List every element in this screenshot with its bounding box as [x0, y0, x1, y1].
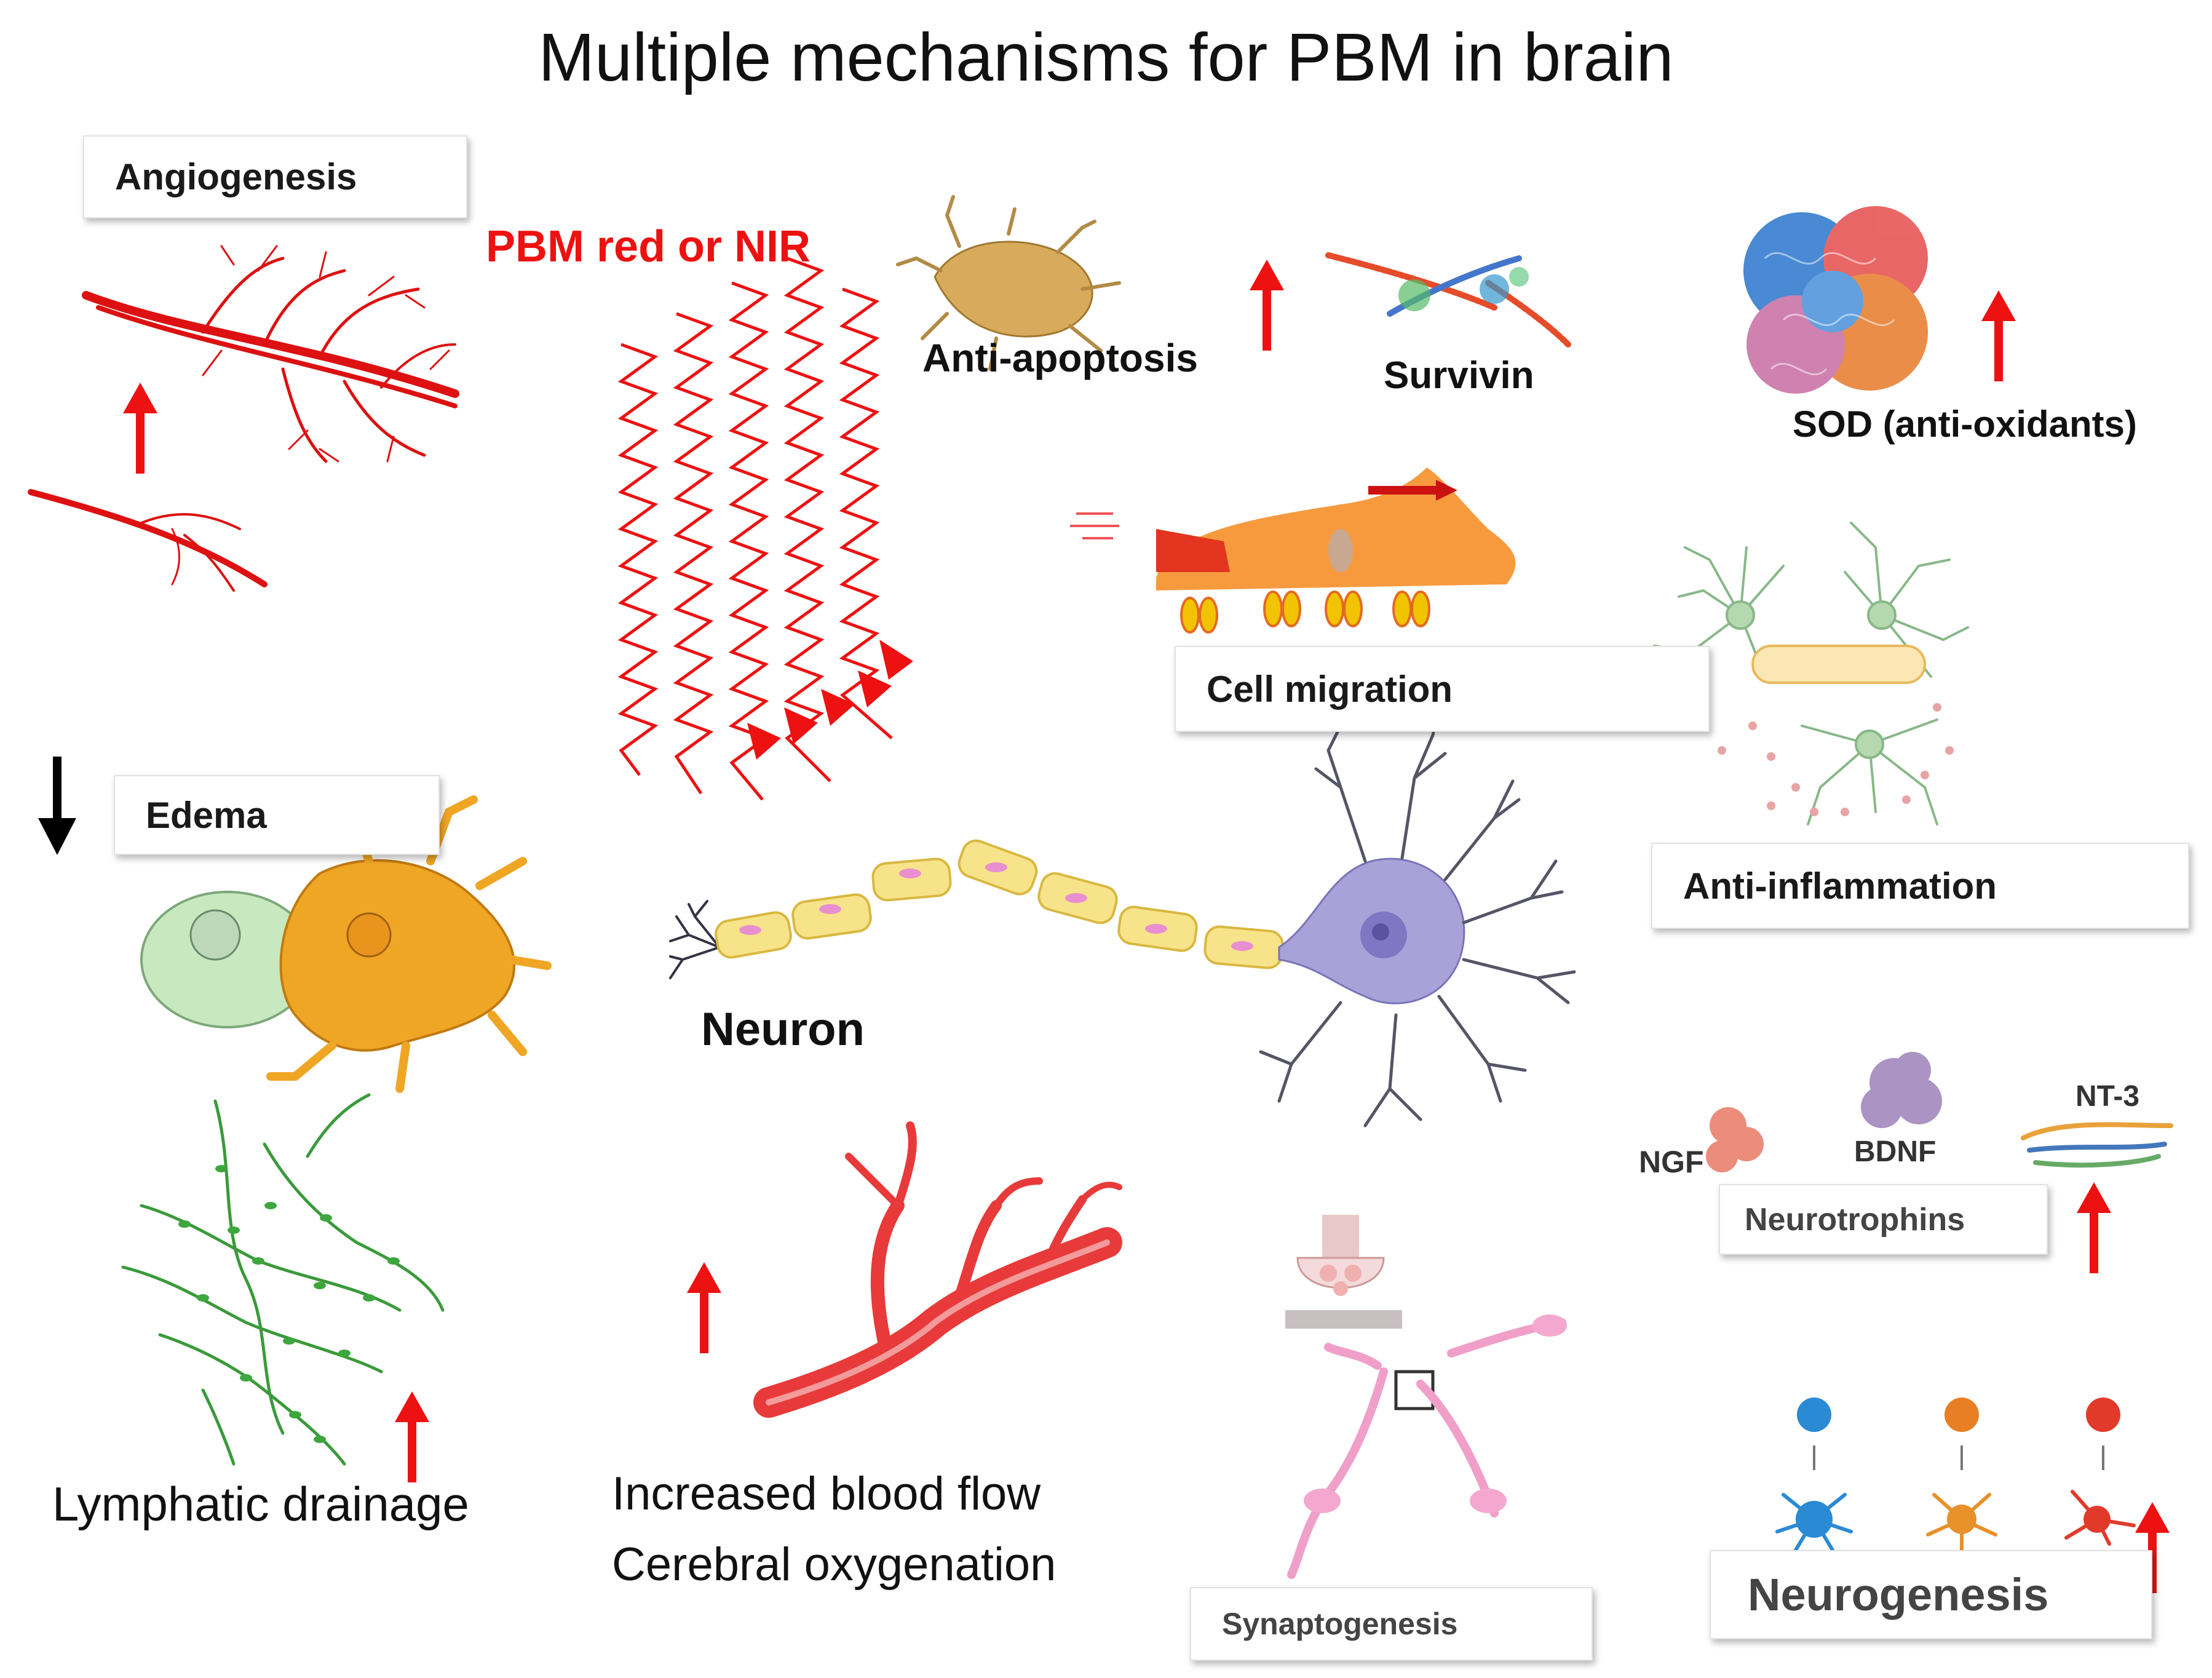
- inflammation-dots: [1718, 672, 1954, 816]
- microglia-inflammation-illustration: [1653, 522, 1969, 825]
- ngf-label: NGF: [1639, 1145, 1704, 1179]
- neurotrophins-label: Neurotrophins: [1745, 1201, 1965, 1238]
- angiogenesis-label: Angiogenesis: [115, 156, 357, 197]
- edema-cells-illustration: [140, 795, 552, 1093]
- angiogenesis-label-box: Angiogenesis: [83, 135, 467, 218]
- vessel-segment-shape: [1751, 645, 1926, 684]
- neurogenesis-label: Neurogenesis: [1748, 1569, 2049, 1620]
- synaptogenesis-label: Synaptogenesis: [1222, 1607, 1458, 1641]
- blood-vessel-illustration: [753, 1121, 1122, 1418]
- migrating-cell-illustration: [1070, 467, 1516, 634]
- lymphatic-up-arrow-icon: [395, 1391, 429, 1482]
- nt3-label: NT-3: [2075, 1080, 2140, 1113]
- edema-label-box: Edema: [114, 775, 440, 855]
- synaptogenesis-label-box: Synaptogenesis: [1190, 1587, 1593, 1661]
- angiogenesis-vessels-illustration: [28, 245, 459, 592]
- angiogenesis-up-arrow-icon: [123, 383, 157, 474]
- page-title: Multiple mechanisms for PBM in brain: [538, 20, 1674, 95]
- neuron-label: Neuron: [701, 1003, 865, 1056]
- neurogenesis-label-box: Neurogenesis: [1710, 1550, 2152, 1639]
- blood-flow-label: Increased blood flow: [612, 1468, 1041, 1520]
- synapse-illustration: [1285, 1215, 1567, 1579]
- oxygenation-label: Cerebral oxygenation: [612, 1538, 1056, 1591]
- pbm-beam-arrowheads: [747, 640, 913, 760]
- apoptotic-cell-illustration: [896, 195, 1121, 371]
- pbm-light-beams-illustration: [617, 256, 893, 801]
- bdnf-label: BDNF: [1854, 1135, 1936, 1168]
- neurotrophins-label-box: Neurotrophins: [1719, 1184, 2048, 1255]
- neuron-illustration: [669, 702, 1576, 1127]
- neurotrophins-up-arrow-icon: [2077, 1182, 2111, 1273]
- edema-down-arrow-icon: [38, 757, 76, 855]
- neurogenesis-illustration: [1775, 1398, 2136, 1555]
- survivin-label: Survivin: [1384, 354, 1534, 397]
- lymphatic-drainage-label: Lymphatic drainage: [52, 1477, 469, 1531]
- blood-flow-up-arrow-icon: [687, 1262, 721, 1353]
- sod-protein-illustration: [1743, 206, 1928, 394]
- neurotrophin-proteins-illustration: [1706, 1052, 2173, 1172]
- cell-migration-label: Cell migration: [1207, 668, 1453, 710]
- anti-apoptosis-up-arrow-icon: [1250, 260, 1284, 351]
- anti-inflammation-label-box: Anti-inflammation: [1651, 843, 2189, 929]
- lymph-nodes: [178, 1165, 400, 1443]
- sod-label: SOD (anti-oxidants): [1793, 404, 2138, 445]
- lymphatic-network-illustration: [121, 1093, 445, 1466]
- pbm-label: PBM red or NIR: [486, 222, 811, 271]
- edema-label: Edema: [146, 794, 267, 836]
- anti-inflammation-label: Anti-inflammation: [1683, 865, 1997, 907]
- sod-up-arrow-icon: [1981, 290, 2016, 381]
- anti-apoptosis-label: Anti-apoptosis: [922, 336, 1198, 380]
- cell-migration-label-box: Cell migration: [1175, 646, 1710, 732]
- survivin-protein-illustration: [1325, 252, 1571, 348]
